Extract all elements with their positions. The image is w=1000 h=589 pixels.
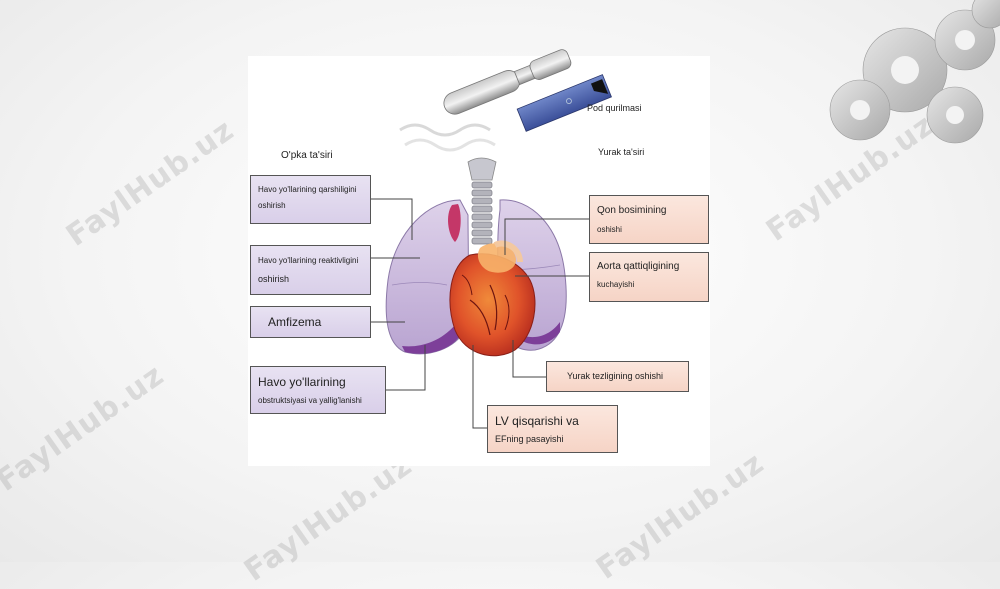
heart-effect-line2: oshishi <box>597 224 622 234</box>
heart-effect-line1: Yurak tezligining oshishi <box>567 371 664 381</box>
lung-effect-airway-obstruction: Havo yo'llarining obstruktsiyasi va yall… <box>250 366 386 414</box>
lung-effect-airway-resistance: Havo yo'llarining qarshiligini oshirish <box>250 175 371 224</box>
heart-effects-heading: Yurak ta'siri <box>598 147 645 157</box>
heart-effect-heart-rate: Yurak tezligining oshishi <box>546 361 689 392</box>
lung-effect-line2: obstruktsiyasi va yallig'lanishi <box>258 396 362 405</box>
lung-effect-line2: oshirish <box>258 201 286 210</box>
gears-decoration <box>829 0 1000 144</box>
heart-effect-line2: kuchayishi <box>597 279 635 289</box>
heart-effect-line1: LV qisqarishi va <box>495 414 579 428</box>
left-lung <box>385 199 469 355</box>
heart-effect-blood-pressure: Qon bosimining oshishi <box>589 195 709 244</box>
lung-effect-line1: Havo yo'llarining reaktivligini <box>258 256 359 265</box>
heart-effect-line1: Aorta qattiqligining <box>597 261 680 272</box>
lung-effect-line1: Amfizema <box>268 315 322 329</box>
heart-effect-aortic-stiffness: Aorta qattiqligining kuchayishi <box>589 252 709 302</box>
connector-lines <box>371 198 589 429</box>
trachea <box>467 157 497 245</box>
lung-effect-emphysema: Amfizema <box>250 306 371 338</box>
lung-effect-airway-reactivity: Havo yo'llarining reaktivligini oshirish <box>250 245 371 295</box>
lung-effect-line2: oshirish <box>258 274 290 284</box>
heart <box>449 240 536 357</box>
lungs-heart-illustration <box>371 49 612 429</box>
device-label: Pod qurilmasi <box>587 103 642 113</box>
lung-effect-line1: Havo yo'llarining <box>258 375 346 389</box>
vape-device-icon <box>399 49 612 152</box>
lung-effects-heading: O'pka ta'siri <box>281 150 333 161</box>
heart-effect-lv-contraction: LV qisqarishi va EFning pasayishi <box>487 405 618 453</box>
lung-effect-line1: Havo yo'llarining qarshiligini <box>258 185 357 194</box>
heart-effect-line2: EFning pasayishi <box>495 434 564 444</box>
heart-effect-line1: Qon bosimining <box>597 205 667 216</box>
